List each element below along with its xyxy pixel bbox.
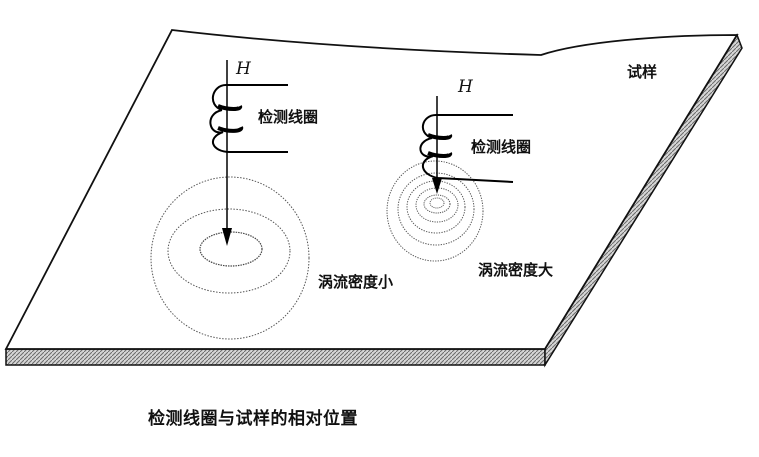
left-coil-label: 检测线圈 <box>258 108 318 126</box>
figure-caption: 检测线圈与试样的相对位置 <box>148 409 358 429</box>
left-field-label: H <box>235 59 252 79</box>
left-arrow-head <box>222 228 232 246</box>
high-density-label: 涡流密度大 <box>478 261 553 279</box>
specimen-label: 试样 <box>627 63 657 81</box>
specimen-plate <box>4 29 743 368</box>
left-detection-coil <box>209 60 288 246</box>
right-field-label: H <box>457 77 474 97</box>
right-coil-label: 检测线圈 <box>471 138 531 156</box>
right-arrow-head <box>432 178 442 194</box>
plate-top-surface <box>4 29 739 350</box>
plate-front-edge <box>5 348 546 366</box>
low-density-label: 涡流密度小 <box>318 273 393 291</box>
right-eddy-current-rings <box>386 160 484 262</box>
left-eddy-current-rings <box>150 176 310 340</box>
right-detection-coil <box>419 96 514 194</box>
